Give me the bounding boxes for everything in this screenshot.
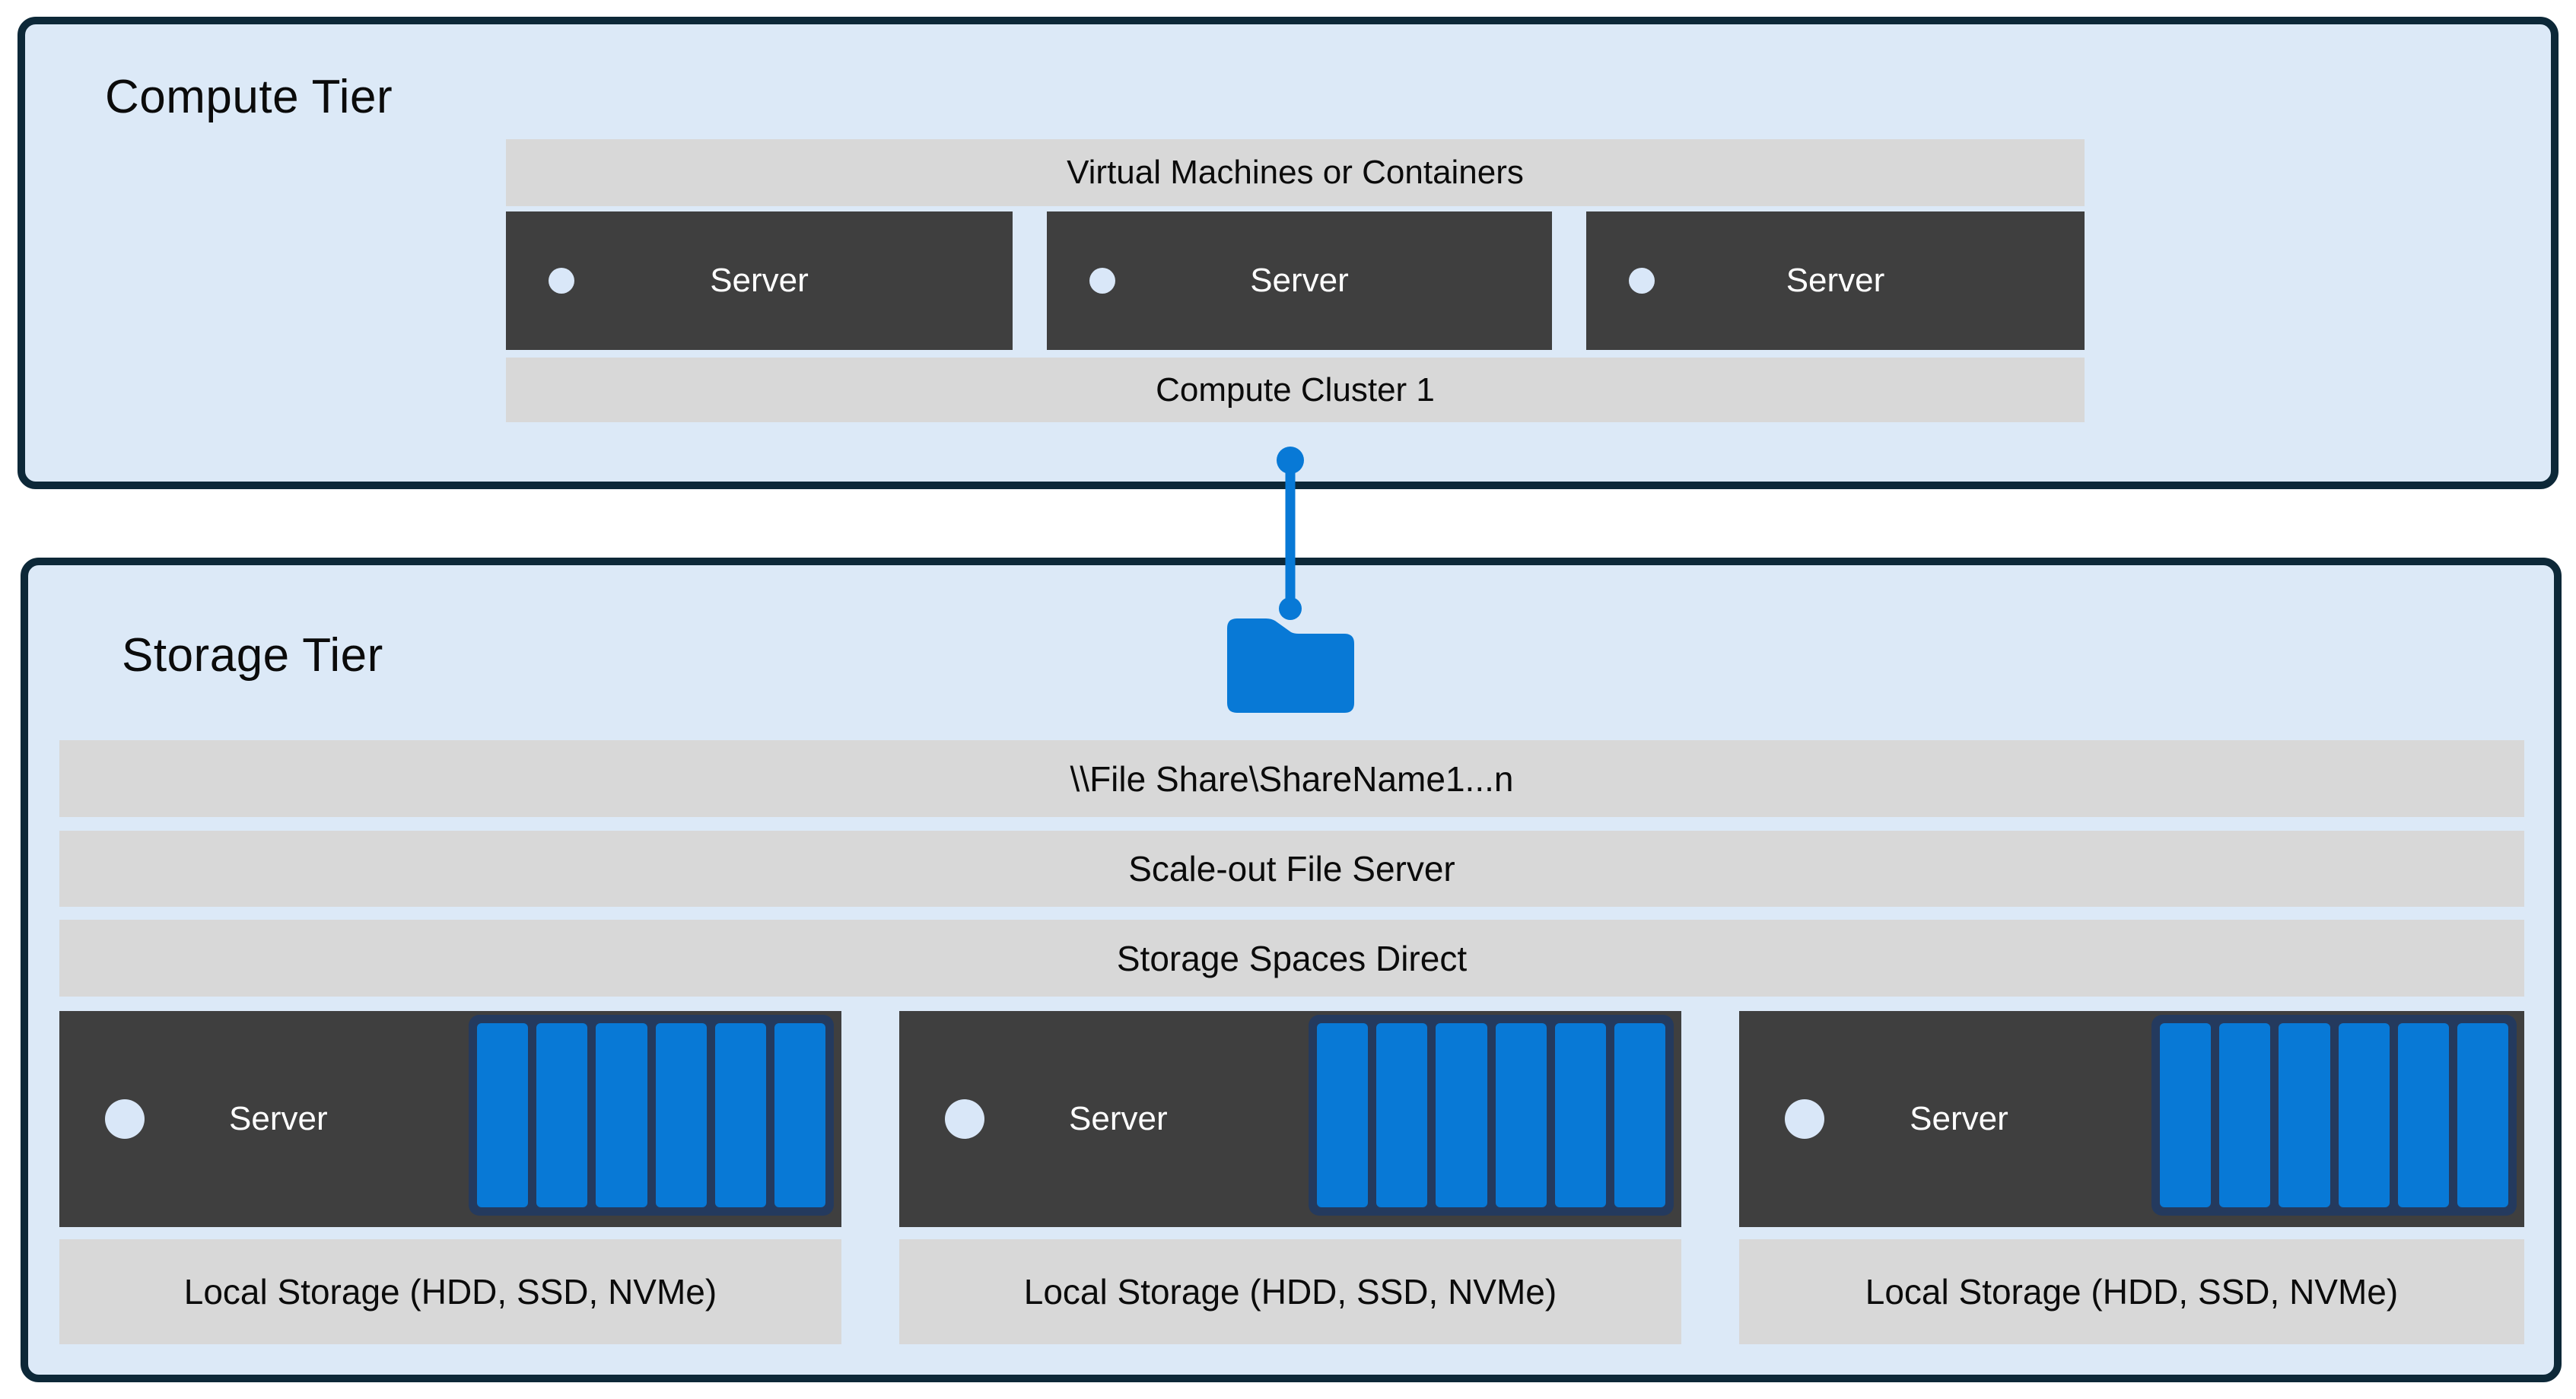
disk-icon <box>655 1023 707 1207</box>
local-storage-bar-1: Local Storage (HDD, SSD, NVMe) <box>59 1239 841 1344</box>
compute-cluster-label: Compute Cluster 1 <box>1156 370 1435 409</box>
disk-icon <box>477 1023 529 1207</box>
disk-icon <box>1554 1023 1606 1207</box>
server-led-icon <box>1089 268 1115 294</box>
file-share-label: \\File Share\ShareName1...n <box>1070 758 1514 799</box>
storage-tier-title: Storage Tier <box>122 629 383 682</box>
disk-icon <box>2219 1023 2271 1207</box>
disk-icon <box>596 1023 647 1207</box>
disk-icon <box>1376 1023 1428 1207</box>
disk-icon <box>536 1023 588 1207</box>
server-led-icon <box>105 1099 145 1139</box>
compute-server-label: Server <box>1786 262 1885 299</box>
compute-cluster-bar: Compute Cluster 1 <box>506 358 2085 422</box>
scale-out-file-server-label: Scale-out File Server <box>1128 849 1455 889</box>
disk-icon <box>2457 1023 2509 1207</box>
storage-server-1: Server <box>59 1011 841 1227</box>
local-storage-bar-2: Local Storage (HDD, SSD, NVMe) <box>899 1239 1681 1344</box>
disk-icon <box>2338 1023 2390 1207</box>
local-storage-bar-3: Local Storage (HDD, SSD, NVMe) <box>1739 1239 2524 1344</box>
file-share-bar: \\File Share\ShareName1...n <box>59 740 2524 817</box>
storage-server-3: Server <box>1739 1011 2524 1227</box>
disk-icon <box>1495 1023 1547 1207</box>
disk-icon <box>1436 1023 1487 1207</box>
local-storage-label: Local Storage (HDD, SSD, NVMe) <box>1023 1272 1557 1312</box>
vm-containers-label: Virtual Machines or Containers <box>1067 154 1524 191</box>
storage-server-2: Server <box>899 1011 1681 1227</box>
storage-server-label: Server <box>1069 1100 1168 1137</box>
compute-server-3: Server <box>1586 211 2085 350</box>
server-led-icon <box>549 268 574 294</box>
disk-icon <box>2397 1023 2449 1207</box>
disk-icon <box>2160 1023 2212 1207</box>
disk-icon <box>1317 1023 1369 1207</box>
disk-array-icon <box>1309 1015 1674 1216</box>
disk-array-icon <box>2151 1015 2517 1216</box>
server-led-icon <box>1785 1099 1824 1139</box>
scale-out-file-server-bar: Scale-out File Server <box>59 831 2524 907</box>
disk-icon <box>774 1023 826 1207</box>
storage-spaces-direct-bar: Storage Spaces Direct <box>59 920 2524 997</box>
disk-icon <box>1614 1023 1666 1207</box>
server-led-icon <box>945 1099 984 1139</box>
server-led-icon <box>1629 268 1655 294</box>
local-storage-label: Local Storage (HDD, SSD, NVMe) <box>183 1272 717 1312</box>
disk-icon <box>714 1023 766 1207</box>
disk-icon <box>2279 1023 2330 1207</box>
storage-server-label: Server <box>1910 1100 2008 1137</box>
local-storage-label: Local Storage (HDD, SSD, NVMe) <box>1865 1272 2399 1312</box>
compute-server-label: Server <box>1250 262 1349 299</box>
vm-containers-bar: Virtual Machines or Containers <box>506 139 2085 206</box>
compute-tier-title: Compute Tier <box>105 71 393 123</box>
compute-server-1: Server <box>506 211 1013 350</box>
disk-array-icon <box>469 1015 834 1216</box>
compute-server-2: Server <box>1047 211 1552 350</box>
compute-server-label: Server <box>710 262 809 299</box>
storage-server-label: Server <box>229 1100 328 1137</box>
storage-spaces-direct-label: Storage Spaces Direct <box>1116 938 1468 978</box>
